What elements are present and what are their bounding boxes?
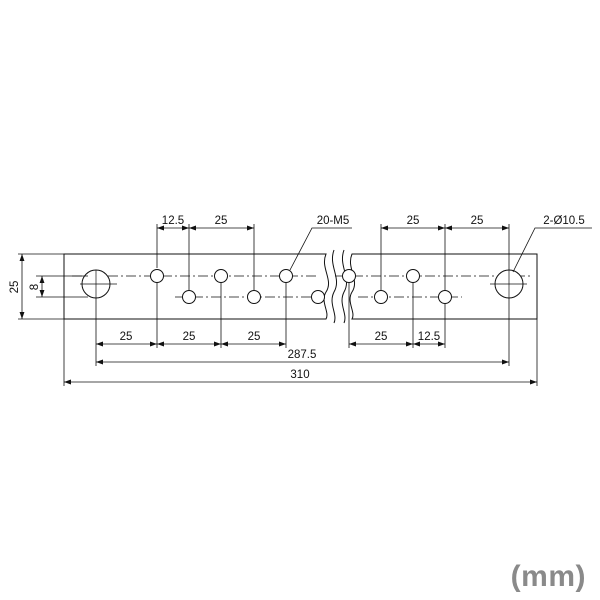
leader-line-m5: [289, 227, 352, 271]
break-line-right: [341, 249, 348, 324]
m5-hole: [214, 269, 228, 283]
dim-text-overall-length: 310: [290, 369, 309, 381]
dim-text-top-left-half: 12.5: [162, 215, 184, 227]
dim-text-height-total: 25: [9, 281, 21, 294]
dim-text-top-left-pitch: 25: [215, 215, 228, 227]
leader-line-large-hole: [512, 227, 592, 273]
m5-hole: [342, 269, 356, 283]
dim-text-bottom-left-3: 25: [248, 331, 261, 343]
dim-text-bottom-left-2: 25: [183, 331, 196, 343]
dim-text-top-right-pitch-2: 25: [471, 215, 484, 227]
dim-text-bottom-right-half: 12.5: [418, 331, 440, 343]
m5-hole: [247, 290, 261, 304]
callout-large-hole: 2-Ø10.5: [543, 215, 585, 227]
m5-hole: [406, 269, 420, 283]
bar-outline-right: [349, 253, 538, 320]
m5-hole: [150, 269, 164, 283]
callout-m5: 20-M5: [317, 215, 350, 227]
m5-hole: [311, 290, 325, 304]
dim-text-bottom-left-1: 25: [120, 331, 133, 343]
dim-text-top-right-pitch-1: 25: [407, 215, 420, 227]
break-line-left: [331, 249, 338, 324]
m5-hole: [182, 290, 196, 304]
dim-text-bottom-right-pitch: 25: [375, 331, 388, 343]
bar-outline-left: [63, 253, 330, 320]
m5-hole: [279, 269, 293, 283]
unit-label: (mm): [510, 560, 586, 593]
dim-text-height-hole: 8: [29, 284, 41, 290]
m5-hole: [438, 290, 452, 304]
dim-text-span-holes: 287.5: [288, 349, 317, 361]
m5-hole: [374, 290, 388, 304]
